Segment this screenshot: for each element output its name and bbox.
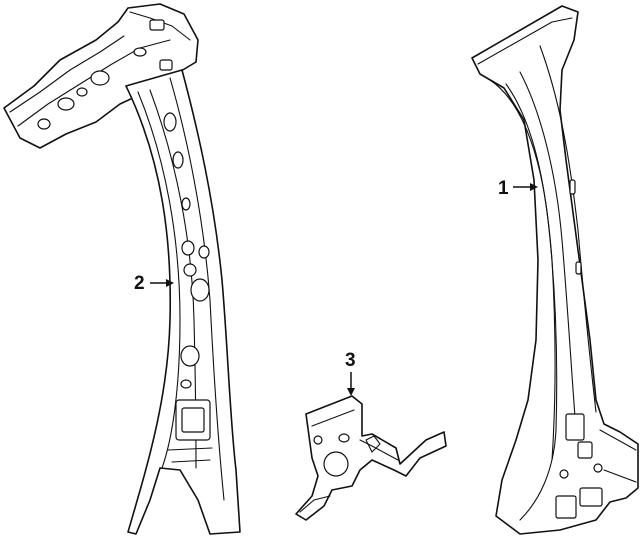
callout-3-label: 3 bbox=[345, 350, 356, 371]
callout-3-arrowhead bbox=[347, 388, 355, 396]
callout-2-arrowhead bbox=[166, 279, 174, 287]
callout-3: 3 bbox=[345, 350, 356, 396]
callout-2-label: 2 bbox=[134, 273, 145, 294]
callout-1: 1 bbox=[498, 178, 538, 199]
callout-1-arrowhead bbox=[530, 183, 538, 191]
part-3-bracket[interactable] bbox=[295, 395, 447, 521]
part-2-inner-pillar[interactable] bbox=[3, 3, 241, 535]
callout-2: 2 bbox=[134, 273, 174, 294]
callout-1-label: 1 bbox=[498, 178, 509, 199]
part-1-outer-pillar[interactable] bbox=[471, 5, 639, 535]
